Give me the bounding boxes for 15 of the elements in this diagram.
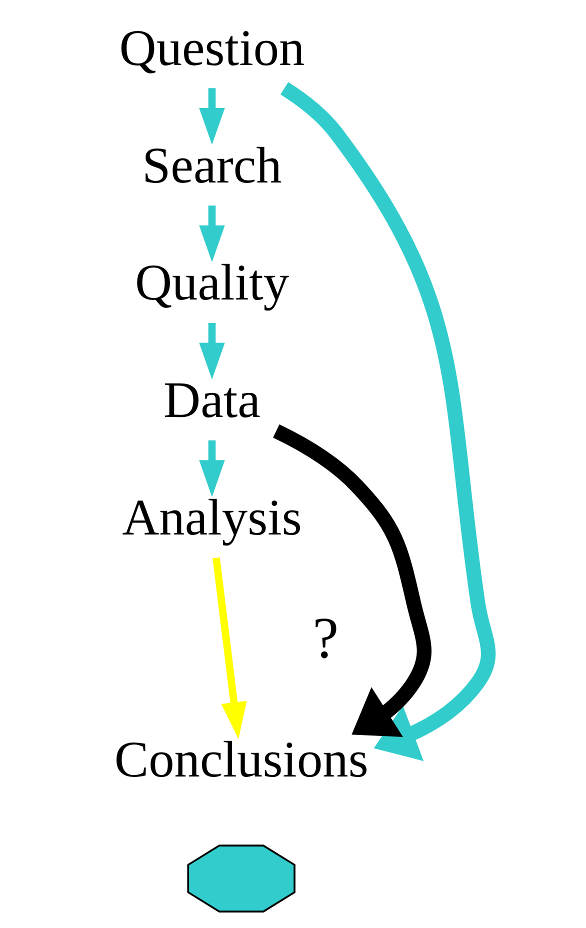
node-text: Quality [134, 254, 290, 312]
arrow [280, 82, 496, 762]
node-cross [187, 844, 296, 912]
label: ? [312, 606, 339, 671]
node-text: Conclusions [114, 732, 368, 789]
arrow [199, 206, 225, 262]
arrow [272, 424, 432, 737]
arrow [199, 88, 225, 145]
node-text: Analysis [122, 489, 302, 546]
node-text: Data [164, 372, 260, 430]
arrow [199, 322, 225, 380]
arrow [199, 440, 225, 497]
node-text: Search [142, 137, 282, 194]
arrow [212, 557, 247, 740]
node-text: Question [119, 20, 305, 77]
